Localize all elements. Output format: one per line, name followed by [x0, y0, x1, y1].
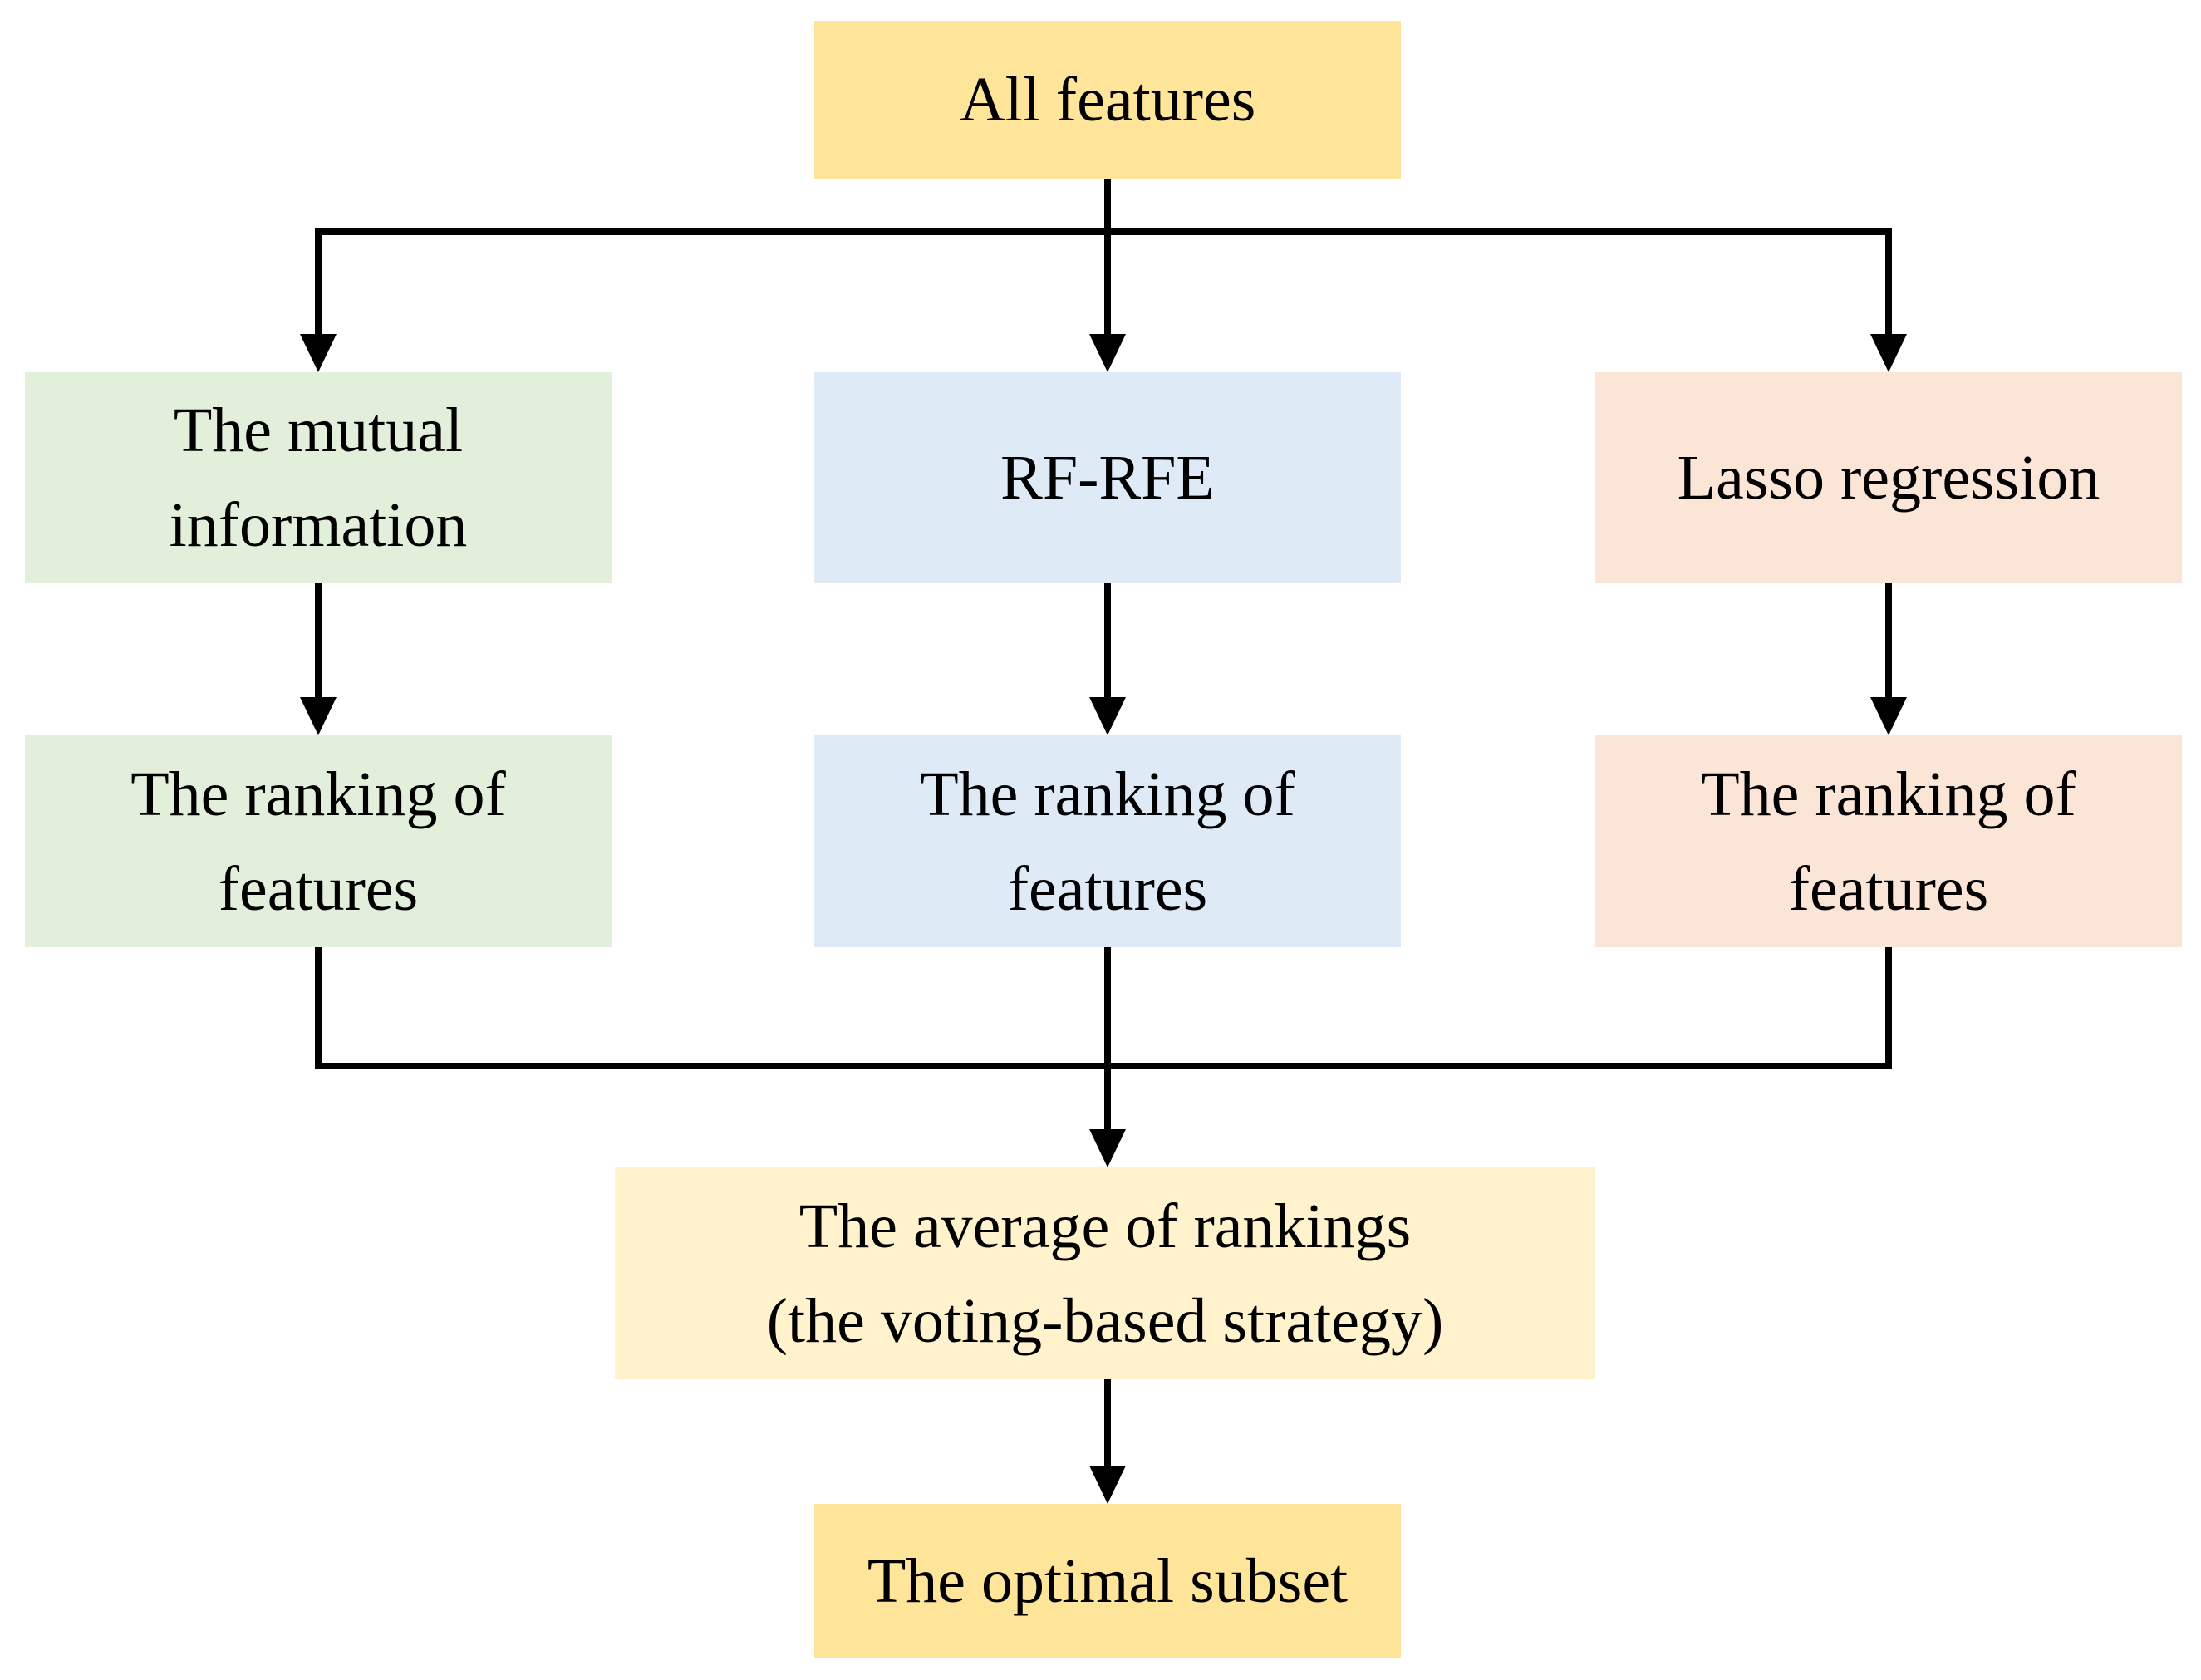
connector-branch-center	[1104, 228, 1111, 335]
arrowhead-to-average	[1089, 1129, 1126, 1167]
connector-split-bar	[315, 228, 1892, 235]
arrowhead-to-ranking-mi	[300, 697, 337, 735]
arrowhead-to-rf-rfe	[1089, 334, 1126, 372]
connector-branch-right	[1885, 228, 1892, 335]
connector-lasso-to-ranking	[1885, 583, 1892, 698]
connector-merge-center	[1104, 947, 1111, 1129]
node-ranking-lasso: The ranking of features	[1595, 735, 2182, 947]
node-average-of-rankings: The average of rankings (the voting-base…	[615, 1167, 1595, 1379]
arrowhead-to-ranking-rf	[1089, 697, 1126, 735]
node-ranking-rf: The ranking of features	[814, 735, 1401, 947]
connector-branch-left	[315, 228, 322, 335]
node-ranking-mi: The ranking of features	[25, 735, 612, 947]
arrowhead-to-ranking-lasso	[1870, 697, 1907, 735]
connector-rf-to-ranking	[1104, 583, 1111, 698]
arrowhead-to-lasso	[1870, 334, 1907, 372]
node-all-features: All features	[814, 21, 1401, 179]
node-rf-rfe: RF-RFE	[814, 372, 1401, 583]
node-mutual-information: The mutual information	[25, 372, 612, 583]
arrowhead-to-mutual-information	[300, 334, 337, 372]
connector-mi-to-ranking	[315, 583, 322, 698]
arrowhead-to-optimal	[1089, 1466, 1126, 1504]
node-lasso-regression: Lasso regression	[1595, 372, 2182, 583]
connector-merge-bar	[315, 1063, 1892, 1069]
connector-average-to-optimal	[1104, 1379, 1111, 1466]
node-optimal-subset: The optimal subset	[814, 1504, 1401, 1658]
connector-merge-left	[315, 947, 322, 1069]
connector-merge-right	[1885, 947, 1892, 1069]
